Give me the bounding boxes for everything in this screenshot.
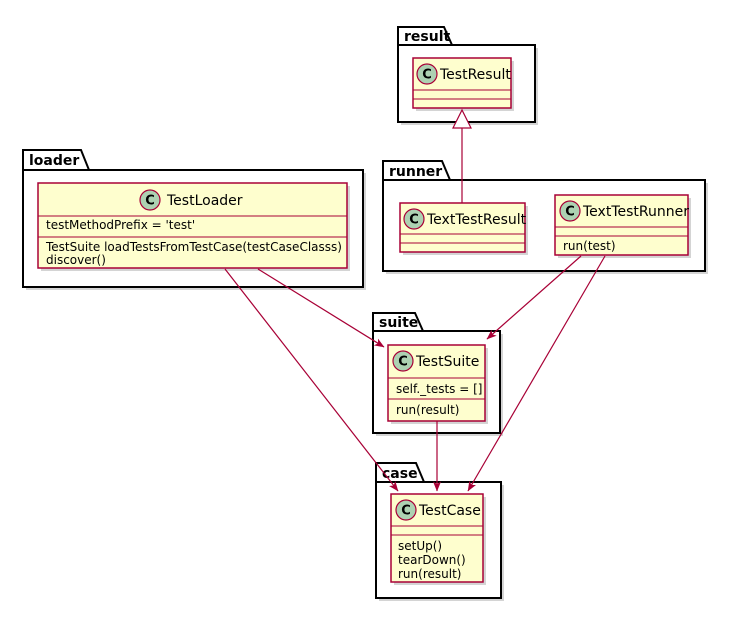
- package-suite: suite C TestSuite self._tests = [] run(r…: [372, 312, 503, 436]
- relation-testloader-to-testsuite: [257, 268, 385, 348]
- relations: TestSuite --> TestCase --> TestSuite -->…: [224, 108, 606, 492]
- package-runner-label: runner: [389, 164, 442, 180]
- class-c-icon: [392, 350, 414, 372]
- package-result-label: result: [404, 29, 450, 45]
- package-case: case C TestCase setUp() tearDown() run(r…: [375, 462, 504, 601]
- relation-testloader-to-testcase: [224, 268, 399, 492]
- package-loader: loader C TestLoader testMethodPrefix = '…: [22, 149, 366, 290]
- class-texttestrunner: C TextTestRunner run(test): [554, 194, 691, 258]
- package-suite-tab: [372, 312, 425, 332]
- class-texttestrunner-name: TextTestRunner: [582, 204, 689, 220]
- class-testcase: C TestCase setUp() tearDown() run(result…: [390, 493, 486, 585]
- package-loader-tab: [22, 149, 91, 171]
- package-loader-label: loader: [29, 153, 79, 169]
- texttestrunner-method-1: run(test): [563, 239, 616, 253]
- relation-texttestrunner-to-testsuite: [486, 255, 582, 340]
- class-testsuite-name: TestSuite: [415, 354, 479, 370]
- class-testresult: C TestResult: [412, 57, 514, 111]
- testloader-attribute: testMethodPrefix = 'test': [46, 218, 195, 232]
- class-texttestresult: C TextTestResult: [399, 202, 528, 255]
- class-c-icon: [559, 200, 581, 222]
- class-c-icon: [395, 499, 417, 521]
- class-testsuite-box: [387, 344, 486, 422]
- class-c-icon: [416, 63, 438, 85]
- class-testloader: C TestLoader testMethodPrefix = 'test' T…: [37, 182, 350, 271]
- class-letter: C: [401, 504, 411, 519]
- class-letter: C: [422, 68, 432, 83]
- package-suite-label: suite: [379, 315, 418, 331]
- class-testcase-name: TestCase: [418, 503, 481, 519]
- package-result-tab: [397, 26, 454, 46]
- testcase-method-2: tearDown(): [398, 553, 466, 567]
- package-case-label: case: [382, 466, 418, 482]
- testsuite-attribute: self._tests = []: [396, 382, 482, 396]
- class-texttestresult-name: TextTestResult: [426, 212, 527, 228]
- testcase-method-1: setUp(): [398, 539, 442, 553]
- relation-texttestrunner-to-testcase: [467, 255, 606, 492]
- class-c-icon: [139, 189, 161, 211]
- class-testresult-name: TestResult: [439, 67, 511, 83]
- inheritance-triangle-icon: [452, 108, 472, 129]
- class-letter: C: [565, 205, 575, 220]
- class-letter: C: [145, 194, 155, 209]
- class-letter: C: [398, 355, 408, 370]
- package-runner-tab: [382, 160, 452, 181]
- testcase-method-3: run(result): [398, 567, 461, 581]
- package-runner: runner C TextTestResult C TextTestRunner…: [382, 160, 708, 274]
- testloader-method-1: TestSuite loadTestsFromTestCase(testCase…: [45, 240, 342, 254]
- testloader-method-2: discover(): [46, 253, 106, 267]
- class-testloader-name: TestLoader: [166, 193, 243, 209]
- class-testloader-box: [37, 182, 348, 269]
- class-testsuite: C TestSuite self._tests = [] run(result): [387, 344, 488, 424]
- class-c-icon: [403, 208, 425, 230]
- testsuite-method-1: run(result): [396, 403, 459, 417]
- class-letter: C: [409, 213, 419, 228]
- package-result: result C TestResult: [397, 26, 538, 125]
